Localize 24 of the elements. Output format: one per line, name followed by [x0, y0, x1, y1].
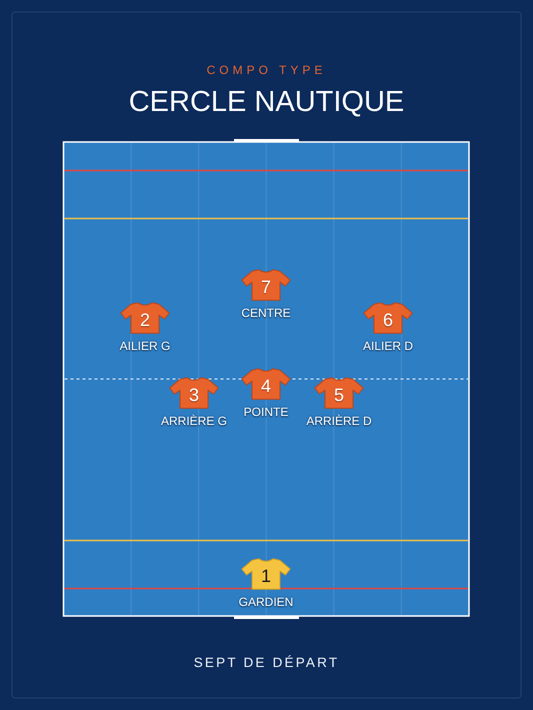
position-label: ARRIÈRE D: [305, 414, 373, 429]
player-jersey: [169, 377, 219, 409]
title: CERCLE NAUTIQUE: [128, 85, 406, 120]
position-label: GARDIEN: [238, 595, 294, 610]
jersey-number: 5: [332, 384, 345, 407]
player-jersey: [314, 377, 364, 409]
position-label: ARRIÈRE G: [160, 414, 228, 429]
jersey-number: 7: [260, 276, 272, 299]
jersey-number: 4: [260, 375, 272, 398]
overline-label: COMPO TYPE: [206, 62, 328, 78]
position-label: AILIER G: [118, 339, 172, 354]
jersey-number: 3: [188, 384, 200, 407]
player-jersey: [363, 302, 413, 334]
jersey-number: 6: [382, 309, 394, 332]
player-jersey: [241, 558, 291, 590]
player-jersey: [241, 269, 291, 301]
player-jersey: [120, 302, 170, 334]
player-jersey: [241, 368, 291, 400]
position-label: POINTE: [242, 405, 290, 420]
caption: SEPT DE DÉPART: [192, 654, 340, 672]
position-label: AILIER D: [362, 339, 414, 354]
position-label: CENTRE: [240, 306, 292, 321]
jersey-number: 2: [138, 309, 151, 332]
jersey-number: 1: [260, 565, 272, 588]
